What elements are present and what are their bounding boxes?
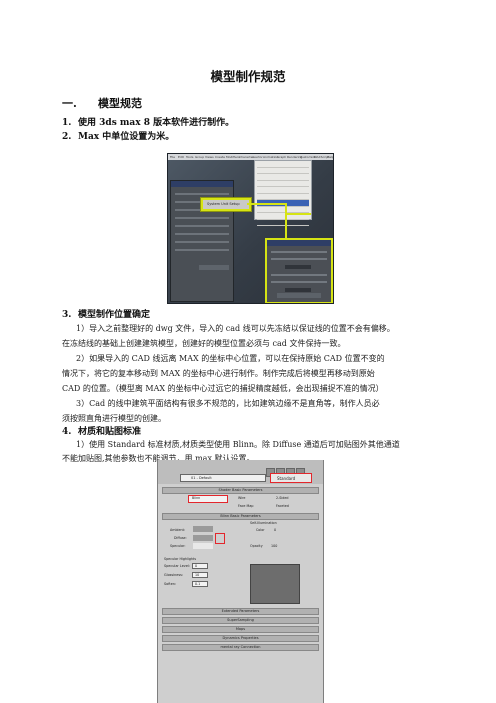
item-4: 4. 材质和贴图标准 [62,424,141,437]
rollout-supersampling[interactable]: SuperSampling [162,617,319,624]
paragraph-3-2b: 情况下，将它的复本移动到 MAX 的坐标中心进行制作。制作完成后将模型再移动到原… [62,369,375,378]
system-unit-setup-button[interactable]: System Unit Setup [201,198,251,211]
material-editor-screenshot: 01 - Default Standard Shader Basic Param… [157,460,324,703]
paragraph-3-3b: 须按照直角进行模型的创建。 [62,414,166,423]
section-heading-1: 一. 模型规范 [62,95,142,111]
specular-level-value: 0 [195,563,198,568]
doc-title: 模型制作规范 [210,69,286,84]
material-name: 01 - Default [191,475,212,480]
diffuse-swatch[interactable] [193,535,213,541]
item-number: 2. [62,132,72,142]
button-label: System Unit Setup [207,202,240,206]
soften-value: 0.1 [195,581,201,586]
soften-field[interactable] [192,581,208,587]
menu-item: Modifiers [226,154,240,159]
system-unit-dialog [265,238,333,303]
faceted-checkbox-label: Faceted [276,504,289,508]
customize-dropdown [254,160,312,226]
diffuse-label: Diffuse: [174,536,187,540]
glossiness-field[interactable] [192,572,208,578]
item-text: 模型制作位置确定 [78,310,151,320]
paragraph-3-1b: 在冻结线的基础上创建建筑模型，创建好的模型位置必须与 cad 文件保持一致。 [62,339,346,348]
glossiness-label: Glossiness: [164,573,184,577]
menu-item: Create [215,154,225,159]
item-number: 4. [62,427,72,437]
menu-item: Graph [277,154,287,159]
opacity-value[interactable]: 100 [271,544,278,548]
rollout-shader-basic[interactable]: Shader Basic Parameters [162,487,319,494]
menu-item: Customize [300,154,316,159]
menu-item: Views [205,154,214,159]
specular-highlights-label: Specular Highlights [164,557,197,561]
color-label: Color [256,528,265,532]
rollout-mental-ray[interactable]: mental ray Connection [162,644,319,651]
highlight-connector [285,203,287,239]
self-illum-label: Self-Illumination [250,521,277,525]
wire-checkbox-label: Wire [238,496,246,500]
specular-level-field[interactable] [192,563,208,569]
item-3: 3. 模型制作位置确定 [62,307,150,320]
section-text: 模型规范 [98,97,142,110]
face-map-checkbox-label: Face Map [238,504,254,508]
soften-label: Soften: [164,582,177,586]
menu-item: Rendering [287,154,303,159]
opacity-label: Opacity [250,544,263,548]
highlight-curve-preview [250,564,300,604]
rollout-maps[interactable]: Maps [162,626,319,633]
rollout-blinn-basic[interactable]: Blinn Basic Parameters [162,513,319,520]
material-type-label: Standard [277,475,296,481]
ambient-label: Ambient: [170,528,185,532]
menu-item: Animation [263,154,279,159]
menu-item: Group [195,154,205,159]
rollout-extended[interactable]: Extended Parameters [162,608,319,615]
shader-type: Blinn [192,496,201,500]
menu-bar: File Edit Tools Group Views Create Modif… [168,154,333,160]
item-1: 1. 使用 3ds max 8 版本软件进行制作。 [62,115,234,128]
menu-item: File [170,154,176,159]
material-name-field[interactable]: 01 - Default [180,474,266,482]
units-setup-screenshot: File Edit Tools Group Views Create Modif… [167,153,334,304]
highlight-connector [287,213,311,215]
item-2: 2. Max 中单位设置为米。 [62,129,174,142]
paragraph-3-2c: CAD 的位置。（模型离 MAX 的坐标中心过远它的捕捉精度越低，会出现捕捉不准… [62,384,384,393]
material-toolbar: 01 - Default Standard [158,460,323,484]
specular-label: Specular: [170,544,186,548]
paragraph-3-3a: 3）Cad 的线中建筑平面结构有很多不规范的，比如建筑边缘不是直角等，制作人员必 [76,399,380,408]
item-text: 材质和贴图标准 [78,427,142,437]
item-text: Max 中单位设置为米。 [78,132,175,142]
rollout-dynamics[interactable]: Dynamics Properties [162,635,319,642]
item-number: 1. [62,118,72,128]
highlight-connector [247,203,287,205]
menu-item: MAXScript [314,154,330,159]
paragraph-4-1b: 不能加贴图,其他参数也不能调节，用 max 默认设置。 [62,454,255,463]
item-number: 3. [62,310,72,320]
shader-dropdown[interactable] [188,495,228,503]
color-value[interactable]: 0 [274,528,277,532]
paragraph-3-2a: 2）如果导入的 CAD 线远离 MAX 的坐标中心位置，可以在保持原始 CAD … [76,354,385,363]
specular-level-label: Specular Level: [164,564,190,568]
paragraph-3-1a: 1）导入之前整理好的 dwg 文件，导入的 cad 线可以先冻结以保证线的位置不… [76,324,395,333]
paragraph-4-1a: 1）使用 Standard 标准材质,材质类型使用 Blinn。除 Diffus… [76,440,400,449]
menu-item: Character [239,154,254,159]
menu-item: Edit [178,154,184,159]
glossiness-value: 10 [195,572,200,577]
section-number: 一. [62,97,77,110]
two-sided-checkbox-label: 2-Sided [276,496,289,500]
item-text: 使用 3ds max 8 版本软件进行制作。 [78,118,235,128]
diffuse-map-button[interactable] [215,533,225,544]
specular-swatch[interactable] [193,543,213,549]
menu-item: reactor [252,154,263,159]
menu-item: Help [327,154,334,159]
menu-item: Tools [186,154,194,159]
ambient-swatch[interactable] [193,526,213,532]
material-type-button[interactable]: Standard [270,473,312,483]
